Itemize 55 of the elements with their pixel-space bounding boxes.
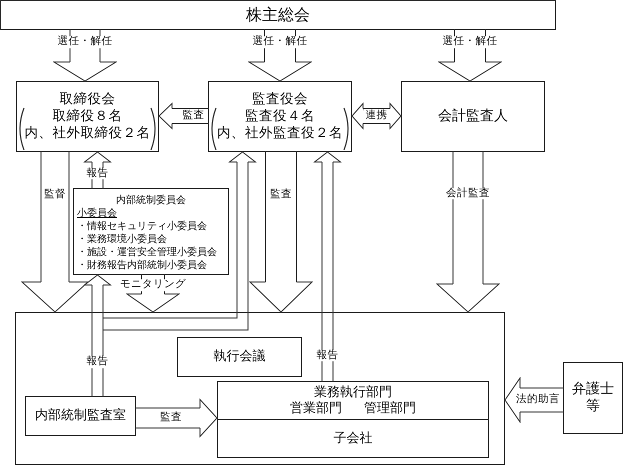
block-arrow bbox=[136, 399, 218, 437]
node-label: 内、社外監査役２名 bbox=[217, 124, 343, 142]
node-label: 取締役会 bbox=[60, 91, 116, 108]
board-box bbox=[208, 81, 352, 152]
subsidiary-box bbox=[217, 420, 489, 458]
node-label: 内部統制監査室 bbox=[35, 408, 126, 424]
block-arrow bbox=[352, 103, 402, 129]
edge-label: 連携 bbox=[364, 110, 388, 122]
edge-label: 選任・解任 bbox=[252, 36, 308, 48]
edge-label: 報告 bbox=[86, 168, 110, 180]
node-label: 会計監査人 bbox=[438, 108, 508, 125]
edge-label: 選任・解任 bbox=[442, 36, 498, 48]
node-label: 子会社 bbox=[334, 430, 372, 446]
node-label: ・施設・運営安全管理小委員会 bbox=[77, 246, 217, 259]
edge-label: モニタリング bbox=[119, 279, 187, 291]
edge-label: 報告 bbox=[86, 356, 110, 368]
division-box bbox=[217, 381, 489, 420]
office-box bbox=[25, 396, 136, 436]
committee-box bbox=[73, 188, 229, 275]
node-label: 小委員会 bbox=[77, 207, 117, 220]
edge-label: 監督 bbox=[43, 189, 67, 201]
node-label: ・財務報告内部統制小委員会 bbox=[77, 259, 207, 272]
node-label: 取締役８名 bbox=[52, 108, 122, 125]
lawyer-box bbox=[563, 362, 623, 434]
auditor-box bbox=[401, 81, 545, 152]
block-arrow bbox=[84, 274, 111, 396]
edge-label: 監査 bbox=[181, 110, 206, 122]
node-label: 執行会議 bbox=[214, 349, 266, 365]
node-label: ・情報セキュリティ小委員会 bbox=[77, 220, 207, 233]
node-label: 業務執行部門 bbox=[314, 384, 392, 400]
meeting-box bbox=[177, 337, 302, 377]
block-arrow bbox=[314, 152, 341, 382]
node-label: 営業部門 bbox=[290, 400, 342, 416]
node-label: 弁護士等 bbox=[571, 381, 615, 415]
node-label: 管理部門 bbox=[364, 400, 416, 416]
edge-label: 報告 bbox=[316, 350, 340, 362]
block-arrow bbox=[158, 103, 208, 129]
edge-label: 会計監査 bbox=[445, 188, 491, 200]
division-frame bbox=[15, 312, 505, 465]
assembly-box bbox=[0, 0, 556, 30]
block-arrow bbox=[504, 378, 564, 422]
board-box bbox=[16, 81, 159, 152]
node-label: 監査役会 bbox=[252, 91, 308, 108]
edge-label: 選任・解任 bbox=[56, 36, 114, 48]
node-label: 監査役４名 bbox=[245, 108, 315, 125]
node-label: 内、社外取締役２名 bbox=[24, 124, 150, 142]
node-label: 株主総会 bbox=[246, 5, 310, 25]
block-arrow bbox=[436, 152, 500, 312]
block-arrow bbox=[22, 152, 88, 312]
edge-label: 法的助言 bbox=[515, 394, 562, 406]
node-label: 内部統制委員会 bbox=[116, 194, 186, 207]
edge-label: 監査 bbox=[158, 412, 183, 424]
block-arrow bbox=[250, 152, 312, 312]
node-label: ・業務環境小委員会 bbox=[77, 233, 167, 246]
edge-label: 監査 bbox=[269, 189, 293, 201]
